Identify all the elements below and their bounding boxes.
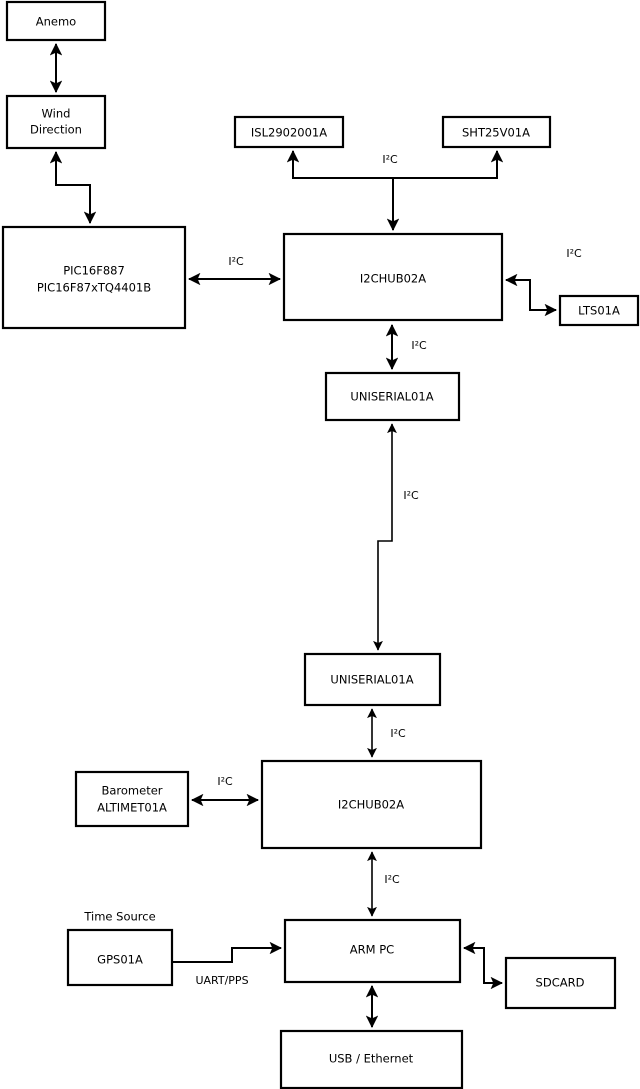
node-label-anemo: Anemo [36, 15, 76, 29]
node-label-arm-pc: ARM PC [350, 943, 394, 957]
node-uniserial01a-top[interactable]: UNISERIAL01A [324, 371, 461, 422]
edge-hub-top-lts [505, 273, 557, 317]
node-label-wind-line2: Direction [30, 123, 82, 137]
label-time-source: Time Source [83, 910, 155, 924]
edge-label-uart-pps: UART/PPS [195, 974, 248, 987]
node-label-barometer-line1: Barometer [101, 784, 162, 798]
node-label-lts01a: LTS01A [578, 304, 620, 318]
node-label-wind-line1: Wind [42, 107, 71, 121]
node-label-usb-ethernet: USB / Ethernet [329, 1052, 414, 1066]
node-uniserial01a-bottom[interactable]: UNISERIAL01A [303, 652, 442, 707]
node-label-pic-line1: PIC16F887 [63, 264, 125, 278]
node-barometer-altimet01a[interactable]: Barometer ALTIMET01A [74, 770, 190, 828]
node-label-isl2902001a: ISL2902001A [251, 126, 327, 140]
node-i2chub02a-bottom[interactable]: I2CHUB02A [260, 759, 483, 850]
node-sht25v01a[interactable]: SHT25V01A [441, 115, 552, 149]
node-lts01a[interactable]: LTS01A [558, 294, 640, 327]
node-label-uniserial01a-top: UNISERIAL01A [350, 390, 433, 404]
node-sdcard[interactable]: SDCARD [504, 956, 617, 1010]
node-pic-mcu[interactable]: PIC16F887 PIC16F87xTQ4401B [1, 225, 187, 330]
edge-uniserial-top-uniserial-bottom [373, 423, 397, 651]
edge-wind-pic [49, 151, 97, 224]
node-wind-direction[interactable]: Wind Direction [5, 94, 107, 150]
edge-hub-top-bus [286, 150, 504, 231]
edge-label-i2c-top-bus: I²C [382, 153, 398, 166]
edge-label-i2c-uniserial-uniserial: I²C [403, 489, 419, 502]
node-label-gps01a: GPS01A [97, 953, 143, 967]
node-label-i2chub02a-bottom: I2CHUB02A [338, 798, 404, 812]
edge-label-i2c-hub-lts: I²C [566, 247, 582, 260]
node-gps01a[interactable]: GPS01A [66, 928, 174, 987]
edge-armpc-sdcard [463, 941, 503, 990]
node-anemo[interactable]: Anemo [5, 0, 107, 42]
node-label-i2chub02a-top: I2CHUB02A [360, 272, 426, 286]
edge-label-i2c-hub-bottom-armpc: I²C [384, 873, 400, 886]
edge-label-i2c-pic-hub: I²C [228, 255, 244, 268]
node-label-pic-line2: PIC16F87xTQ4401B [37, 281, 151, 295]
node-usb-ethernet[interactable]: USB / Ethernet [279, 1029, 464, 1089]
edge-label-i2c-uniserial-hub-bottom: I²C [390, 727, 406, 740]
node-label-barometer-line2: ALTIMET01A [97, 801, 167, 815]
node-i2chub02a-top[interactable]: I2CHUB02A [282, 232, 504, 322]
node-arm-pc[interactable]: ARM PC [283, 918, 462, 984]
node-label-uniserial01a-bottom: UNISERIAL01A [330, 673, 413, 687]
node-label-sdcard: SDCARD [536, 976, 585, 990]
node-isl2902001a[interactable]: ISL2902001A [233, 115, 345, 149]
edge-label-i2c-barometer-hub: I²C [217, 775, 233, 788]
node-label-sht25v01a: SHT25V01A [462, 126, 530, 140]
edge-gps-armpc [172, 941, 282, 963]
edge-label-i2c-hub-uniserial: I²C [411, 339, 427, 352]
